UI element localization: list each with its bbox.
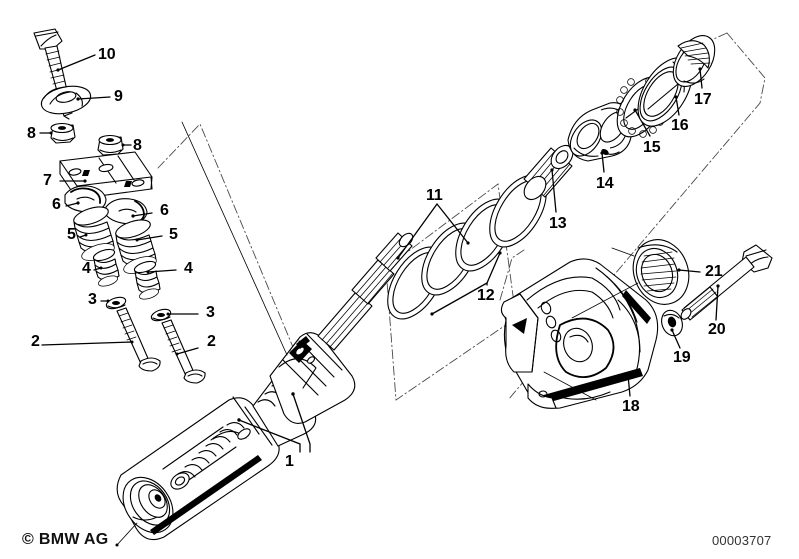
callout-label-4a: 4 <box>184 260 193 277</box>
part-washer-left <box>150 308 172 322</box>
part-nut-right <box>50 122 76 144</box>
part-steering-gear-body <box>116 232 414 541</box>
copyright-notice: © BMW AG <box>22 531 109 548</box>
leader-5-right <box>79 233 88 238</box>
callout-label-6a: 6 <box>160 202 169 219</box>
callout-label-19: 19 <box>673 349 691 366</box>
part-valve-screw-left <box>161 319 206 384</box>
leader-19 <box>670 328 681 349</box>
callout-label-4b: 4 <box>82 260 91 277</box>
callout-label-1: 1 <box>285 453 294 470</box>
callout-label-10: 10 <box>98 46 116 63</box>
leader-21 <box>571 247 701 319</box>
callout-label-9: 9 <box>114 88 123 105</box>
part-valve-screw-right <box>116 307 161 372</box>
leader-6-right <box>65 201 80 207</box>
callout-label-5b: 5 <box>67 226 76 243</box>
leader-17 <box>698 67 703 89</box>
diagram-number: 00003707 <box>712 533 772 548</box>
part-side-cover-housing <box>500 258 659 409</box>
callout-label-16: 16 <box>671 117 689 134</box>
callout-label-5a: 5 <box>169 226 178 243</box>
leader-14 <box>600 151 605 173</box>
callout-label-18: 18 <box>622 398 640 415</box>
leader-11 <box>396 203 470 260</box>
part-outer-spring-left <box>115 219 157 274</box>
leader-1 <box>237 392 311 453</box>
part-lock-washer <box>40 85 92 115</box>
leader-valveblock-to-plate <box>115 121 288 547</box>
callout-label-2b: 2 <box>31 333 40 350</box>
callout-label-15: 15 <box>643 139 661 156</box>
callout-label-7: 7 <box>43 172 52 189</box>
leader-8-right <box>39 131 53 135</box>
callout-label-21: 21 <box>705 263 723 280</box>
leader-3-right <box>100 299 110 303</box>
leader-10 <box>56 54 96 72</box>
callout-label-6b: 6 <box>52 196 61 213</box>
leader-2-right <box>41 340 134 346</box>
leader-3-left <box>166 312 199 316</box>
part-sealing-washer <box>661 309 683 337</box>
part-shaft-seal <box>672 35 716 87</box>
part-long-hex-bolt <box>680 244 773 321</box>
part-washer-right <box>105 296 127 310</box>
callout-label-20: 20 <box>708 321 726 338</box>
leader-16 <box>674 95 680 116</box>
part-nut-left <box>97 134 124 156</box>
group-frame-rings <box>385 183 517 401</box>
callout-label-11: 11 <box>426 187 443 204</box>
leader-4-left <box>146 269 177 274</box>
callout-label-3b: 3 <box>88 291 97 308</box>
callout-label-8a: 8 <box>133 137 142 154</box>
group-frame-housing <box>499 249 525 301</box>
part-inner-spring-right <box>92 248 120 287</box>
leader-12 <box>430 251 502 316</box>
leader-13 <box>550 168 557 213</box>
group-frame-left <box>157 123 296 353</box>
callout-label-3a: 3 <box>206 304 215 321</box>
part-radial-seal-ring <box>632 239 690 305</box>
leader-6-left <box>131 212 153 218</box>
leader-20 <box>715 284 720 321</box>
callout-label-17: 17 <box>694 91 712 108</box>
leader-4-right <box>93 266 103 271</box>
leader-5-left <box>135 235 163 242</box>
callout-label-13: 13 <box>549 215 567 232</box>
leader-2-left <box>175 347 199 356</box>
callout-label-12: 12 <box>477 287 495 304</box>
callout-label-2a: 2 <box>207 333 216 350</box>
leader-7 <box>59 179 87 183</box>
callout-label-14: 14 <box>596 175 614 192</box>
leader-18 <box>543 371 631 401</box>
callout-label-8b: 8 <box>27 125 36 142</box>
part-splined-shaft <box>523 144 574 201</box>
leader-8-left <box>121 143 132 147</box>
leader-9 <box>76 96 111 101</box>
part-spring-cap-right <box>64 185 107 213</box>
